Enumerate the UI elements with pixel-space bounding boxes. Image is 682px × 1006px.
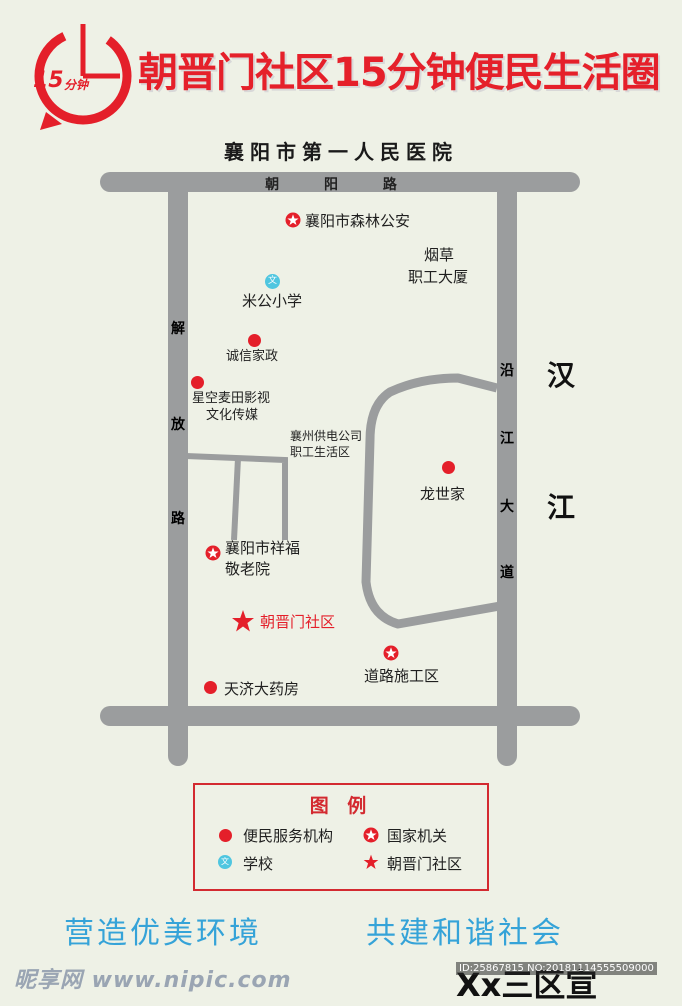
road-jiefang [168,172,188,766]
hospital-label: 襄阳市第一人民医院 [224,140,458,164]
road-label-right-4: 道 [500,565,514,581]
legend-school-label: 学校 [243,855,274,873]
poi-nursing-line2: 敬老院 [225,560,271,578]
legend: 图 例 便民服务机构 国家机关 文 学校 朝晋门社区 [193,783,489,891]
legend-title: 图 例 [309,795,373,817]
government-marker-icon [285,212,301,228]
poi-tobacco-line2: 职工大厦 [408,268,469,286]
road-label-right-1: 沿 [500,363,514,379]
road-yanjiang [497,172,517,766]
legend-service-label: 便民服务机构 [243,827,334,845]
legend-community-label: 朝晋门社区 [387,855,463,873]
legend-government-icon [363,827,379,843]
page-title: 朝晋门社区15分钟便民生活圈 [138,50,661,96]
service-marker-icon [442,461,455,474]
service-marker-icon [248,334,261,347]
legend-government-label: 国家机关 [387,827,448,845]
road-bottom [100,706,580,726]
poi-roadwork: 道路施工区 [364,667,440,685]
slogan-right: 共建和谐社会 [366,916,564,951]
river-label-1: 汉 [547,359,576,392]
poi-community: 朝晋门社区 [260,613,336,631]
poi-chengxin: 诚信家政 [226,349,279,364]
government-marker-icon [205,545,221,561]
poi-xingkong-line2: 文化传媒 [206,408,259,423]
legend-school-icon: 文 [218,855,232,869]
poi-forest-police: 襄阳市森林公安 [305,212,411,230]
slogan-left: 营造优美环境 [64,916,262,951]
road-label-right-3: 大 [500,499,514,515]
clock-logo-icon [34,24,132,130]
watermark-id: ID:25867815 NO:20181114555509000 [456,962,657,975]
poi-longshijia: 龙世家 [420,485,466,503]
government-marker-icon [383,645,399,661]
school-marker-icon: 文 [265,274,280,289]
poi-power-line1: 襄州供电公司 [290,429,363,443]
poi-tobacco-line1: 烟草 [424,246,455,264]
poi-xingkong-line1: 星空麦田影视 [192,391,271,406]
service-marker-icon [204,681,217,694]
road-label-left-3: 路 [171,511,185,527]
logo-number: 15 [33,68,64,93]
road-label-left-2: 放 [171,417,185,433]
road-chaoyang [100,172,580,192]
road-label-top: 朝 阳 路 [265,177,417,193]
legend-community-icon [363,854,379,869]
river-label-2: 江 [547,491,576,524]
poi-school: 米公小学 [242,292,303,310]
community-star-icon [232,610,254,632]
watermark-site: 昵享网 www.nipic.com [14,968,292,993]
road-label-left-1: 解 [171,321,185,337]
service-marker-icon [191,376,204,389]
poi-nursing-line1: 襄阳市祥福 [225,539,301,557]
road-label-right-2: 江 [500,431,514,447]
poi-pharmacy: 天济大药房 [224,680,300,698]
poi-power-line2: 职工生活区 [290,445,351,459]
legend-service-icon [219,829,232,842]
logo-unit: 分钟 [64,78,89,92]
